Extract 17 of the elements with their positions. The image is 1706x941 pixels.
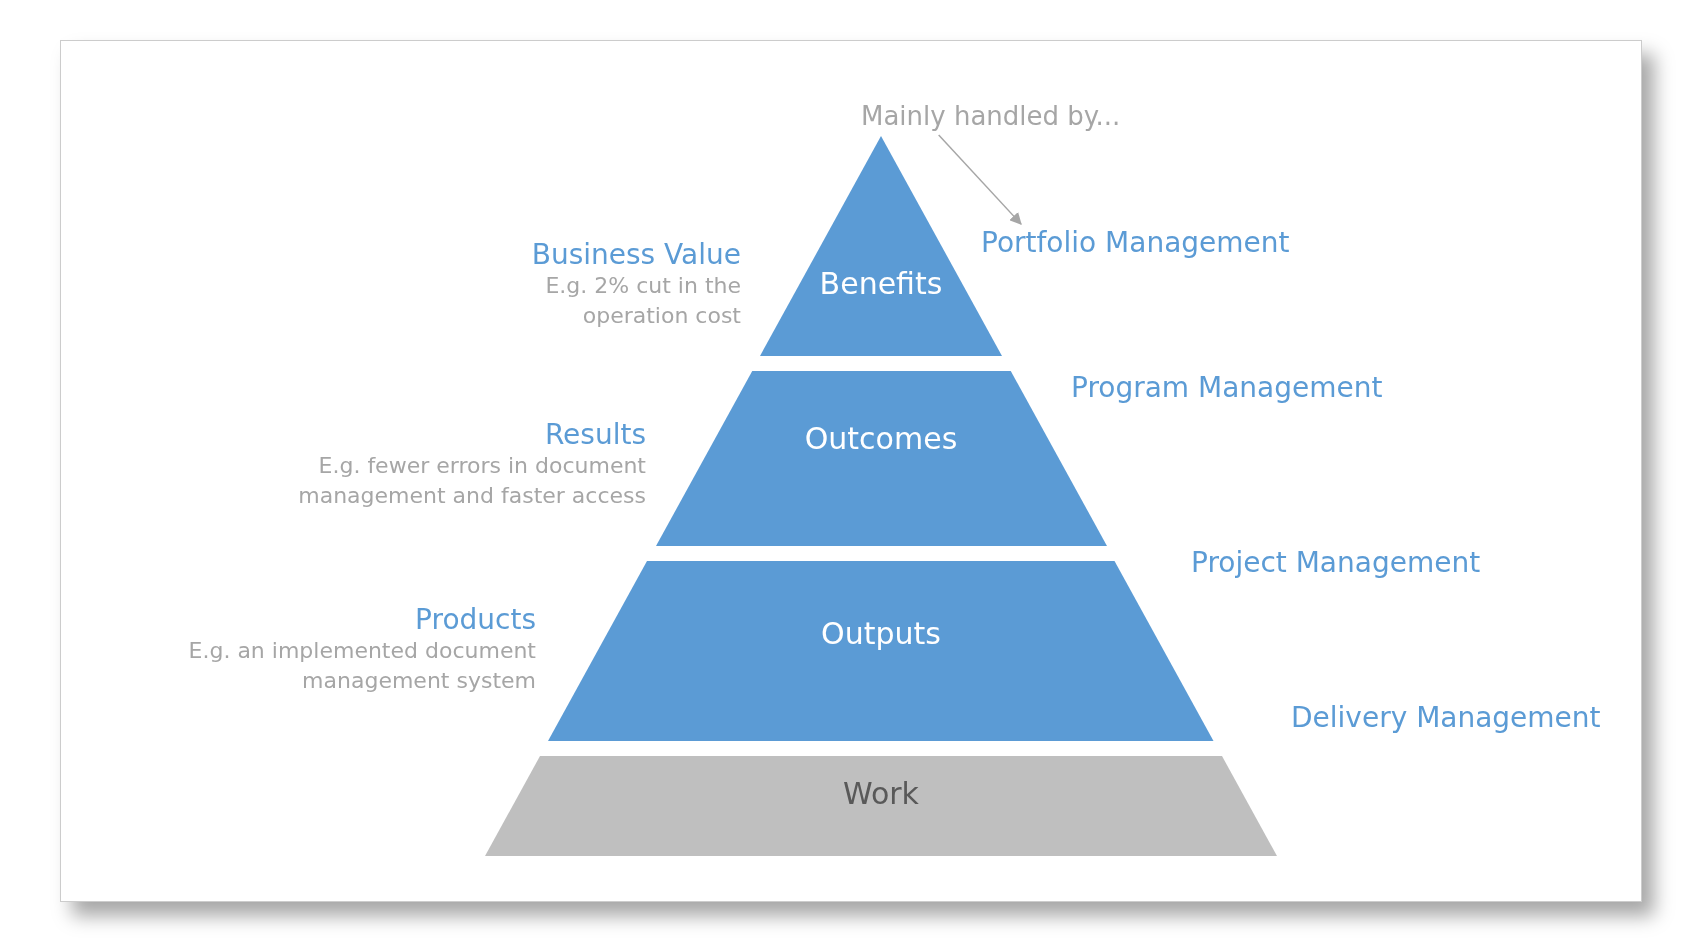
- role-label: Project Management: [1191, 546, 1481, 579]
- layer-label: Benefits: [818, 266, 944, 301]
- role-label: Program Management: [1071, 371, 1383, 404]
- example-note: E.g. fewer errors in document management and faster access: [297, 452, 646, 510]
- pyramid-layer: [485, 756, 1277, 856]
- layer-label: Outputs: [820, 616, 942, 651]
- note-text: Mainly handled by...: [861, 101, 1121, 131]
- layer-label: Outcomes: [803, 421, 959, 456]
- arrow: [937, 134, 1022, 225]
- layer-label: Work: [842, 776, 920, 811]
- side-heading: Products: [414, 602, 536, 638]
- example-note: E.g. 2% cut in the operation cost: [544, 272, 741, 330]
- side-heading: Business Value: [530, 237, 741, 273]
- role-label: Delivery Management: [1291, 701, 1601, 734]
- role-label: Portfolio Management: [981, 226, 1290, 259]
- example-note: E.g. an implemented document management system: [187, 637, 536, 695]
- side-heading: Results: [543, 417, 646, 453]
